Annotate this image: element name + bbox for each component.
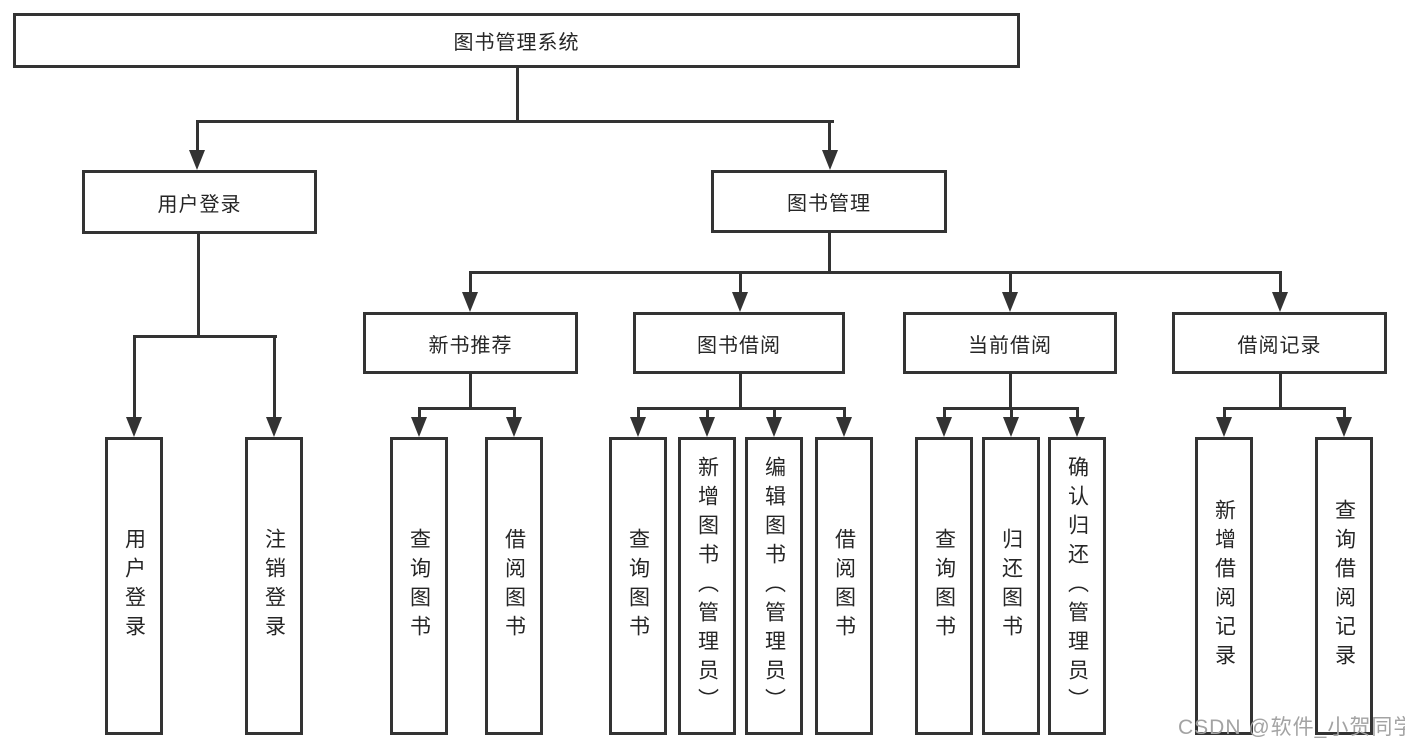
connector-line [1223,407,1226,419]
connector-line [1279,271,1282,295]
connector-line [196,120,199,152]
arrow-down-icon [699,417,715,437]
node-label: 图书管理 [787,193,871,215]
connector-line [828,233,831,273]
connector-line [773,407,776,419]
leaf-logout: 注销登录 [245,437,303,735]
node-label: 查询图书 [626,528,650,644]
arrow-down-icon [1069,417,1085,437]
connector-line [739,271,742,295]
leaf-current-confirm-return-admin: 确认归还（管理员） [1048,437,1106,735]
arrow-down-icon [1216,417,1232,437]
node-label: 用户登录 [157,193,242,216]
node-current-borrowing: 当前借阅 [903,312,1117,374]
leaf-borrowing-add-books-admin: 新增图书（管理员） [678,437,736,735]
connector-line [637,407,640,419]
leaf-recommend-borrow-books: 借阅图书 [485,437,543,735]
connector-line [637,407,846,410]
node-label: 新增借阅记录 [1212,499,1236,673]
leaf-user-login: 用户登录 [105,437,163,735]
connector-line [1343,407,1346,419]
node-label: 注销登录 [262,528,286,644]
leaf-borrowing-query-books: 查询图书 [609,437,667,735]
node-user-login: 用户登录 [82,170,317,234]
connector-line [133,335,277,338]
node-new-book-recommend: 新书推荐 [363,312,578,374]
connector-line [513,407,516,419]
arrow-down-icon [732,292,748,312]
node-label: 借阅图书 [832,528,856,644]
node-label: 图书管理系统 [453,32,580,54]
connector-line [943,407,946,419]
connector-line [197,233,200,335]
connector-line [516,68,519,120]
csdn-watermark: CSDN @软件_小贺同学 [1178,716,1405,739]
arrow-down-icon [836,417,852,437]
leaf-current-return-books: 归还图书 [982,437,1040,735]
connector-line [469,271,1282,274]
arrow-down-icon [506,417,522,437]
node-label: 图书借阅 [697,334,781,357]
arrow-down-icon [266,417,282,437]
node-label: 编辑图书（管理员） [762,455,786,717]
connector-line [469,374,472,409]
connector-line [273,335,276,419]
node-label: 新增图书（管理员） [695,455,719,717]
leaf-borrowing-borrow-books: 借阅图书 [815,437,873,735]
node-label: 用户登录 [122,528,146,644]
node-label: 借阅记录 [1237,334,1322,357]
node-label: 新书推荐 [428,334,513,357]
connector-line [1010,407,1013,419]
connector-line [1279,374,1282,409]
connector-line [739,374,742,409]
leaf-records-add-record: 新增借阅记录 [1195,437,1253,735]
arrow-down-icon [411,417,427,437]
arrow-down-icon [936,417,952,437]
arrow-down-icon [189,150,205,170]
leaf-recommend-query-books: 查询图书 [390,437,448,735]
connector-line [706,407,709,419]
arrow-down-icon [1003,417,1019,437]
node-label: 确认归还（管理员） [1065,455,1089,717]
node-label: 当前借阅 [968,334,1052,357]
leaf-records-query-record: 查询借阅记录 [1315,437,1373,735]
leaf-borrowing-edit-books-admin: 编辑图书（管理员） [745,437,803,735]
connector-line [196,120,834,123]
node-label: 查询图书 [932,528,956,644]
connector-line [1009,374,1012,409]
node-label: 查询图书 [407,528,431,644]
connector-line [418,407,421,419]
arrow-down-icon [1336,417,1352,437]
arrow-down-icon [1272,292,1288,312]
arrow-down-icon [822,150,838,170]
connector-line [1223,407,1346,410]
connector-line [828,120,831,152]
node-library-management-system: 图书管理系统 [13,13,1020,68]
arrow-down-icon [630,417,646,437]
node-label: 借阅图书 [502,528,526,644]
connector-line [133,335,136,419]
leaf-current-query-books: 查询图书 [915,437,973,735]
node-borrowing-records: 借阅记录 [1172,312,1387,374]
connector-line [843,407,846,419]
node-label: 归还图书 [999,528,1023,644]
connector-line [1076,407,1079,419]
connector-line [1009,271,1012,295]
node-book-borrowing: 图书借阅 [633,312,845,374]
connector-line [418,407,516,410]
arrow-down-icon [462,292,478,312]
arrow-down-icon [1002,292,1018,312]
arrow-down-icon [766,417,782,437]
arrow-down-icon [126,417,142,437]
node-book-management: 图书管理 [711,170,947,233]
node-label: 查询借阅记录 [1332,499,1356,673]
connector-line [469,271,472,295]
